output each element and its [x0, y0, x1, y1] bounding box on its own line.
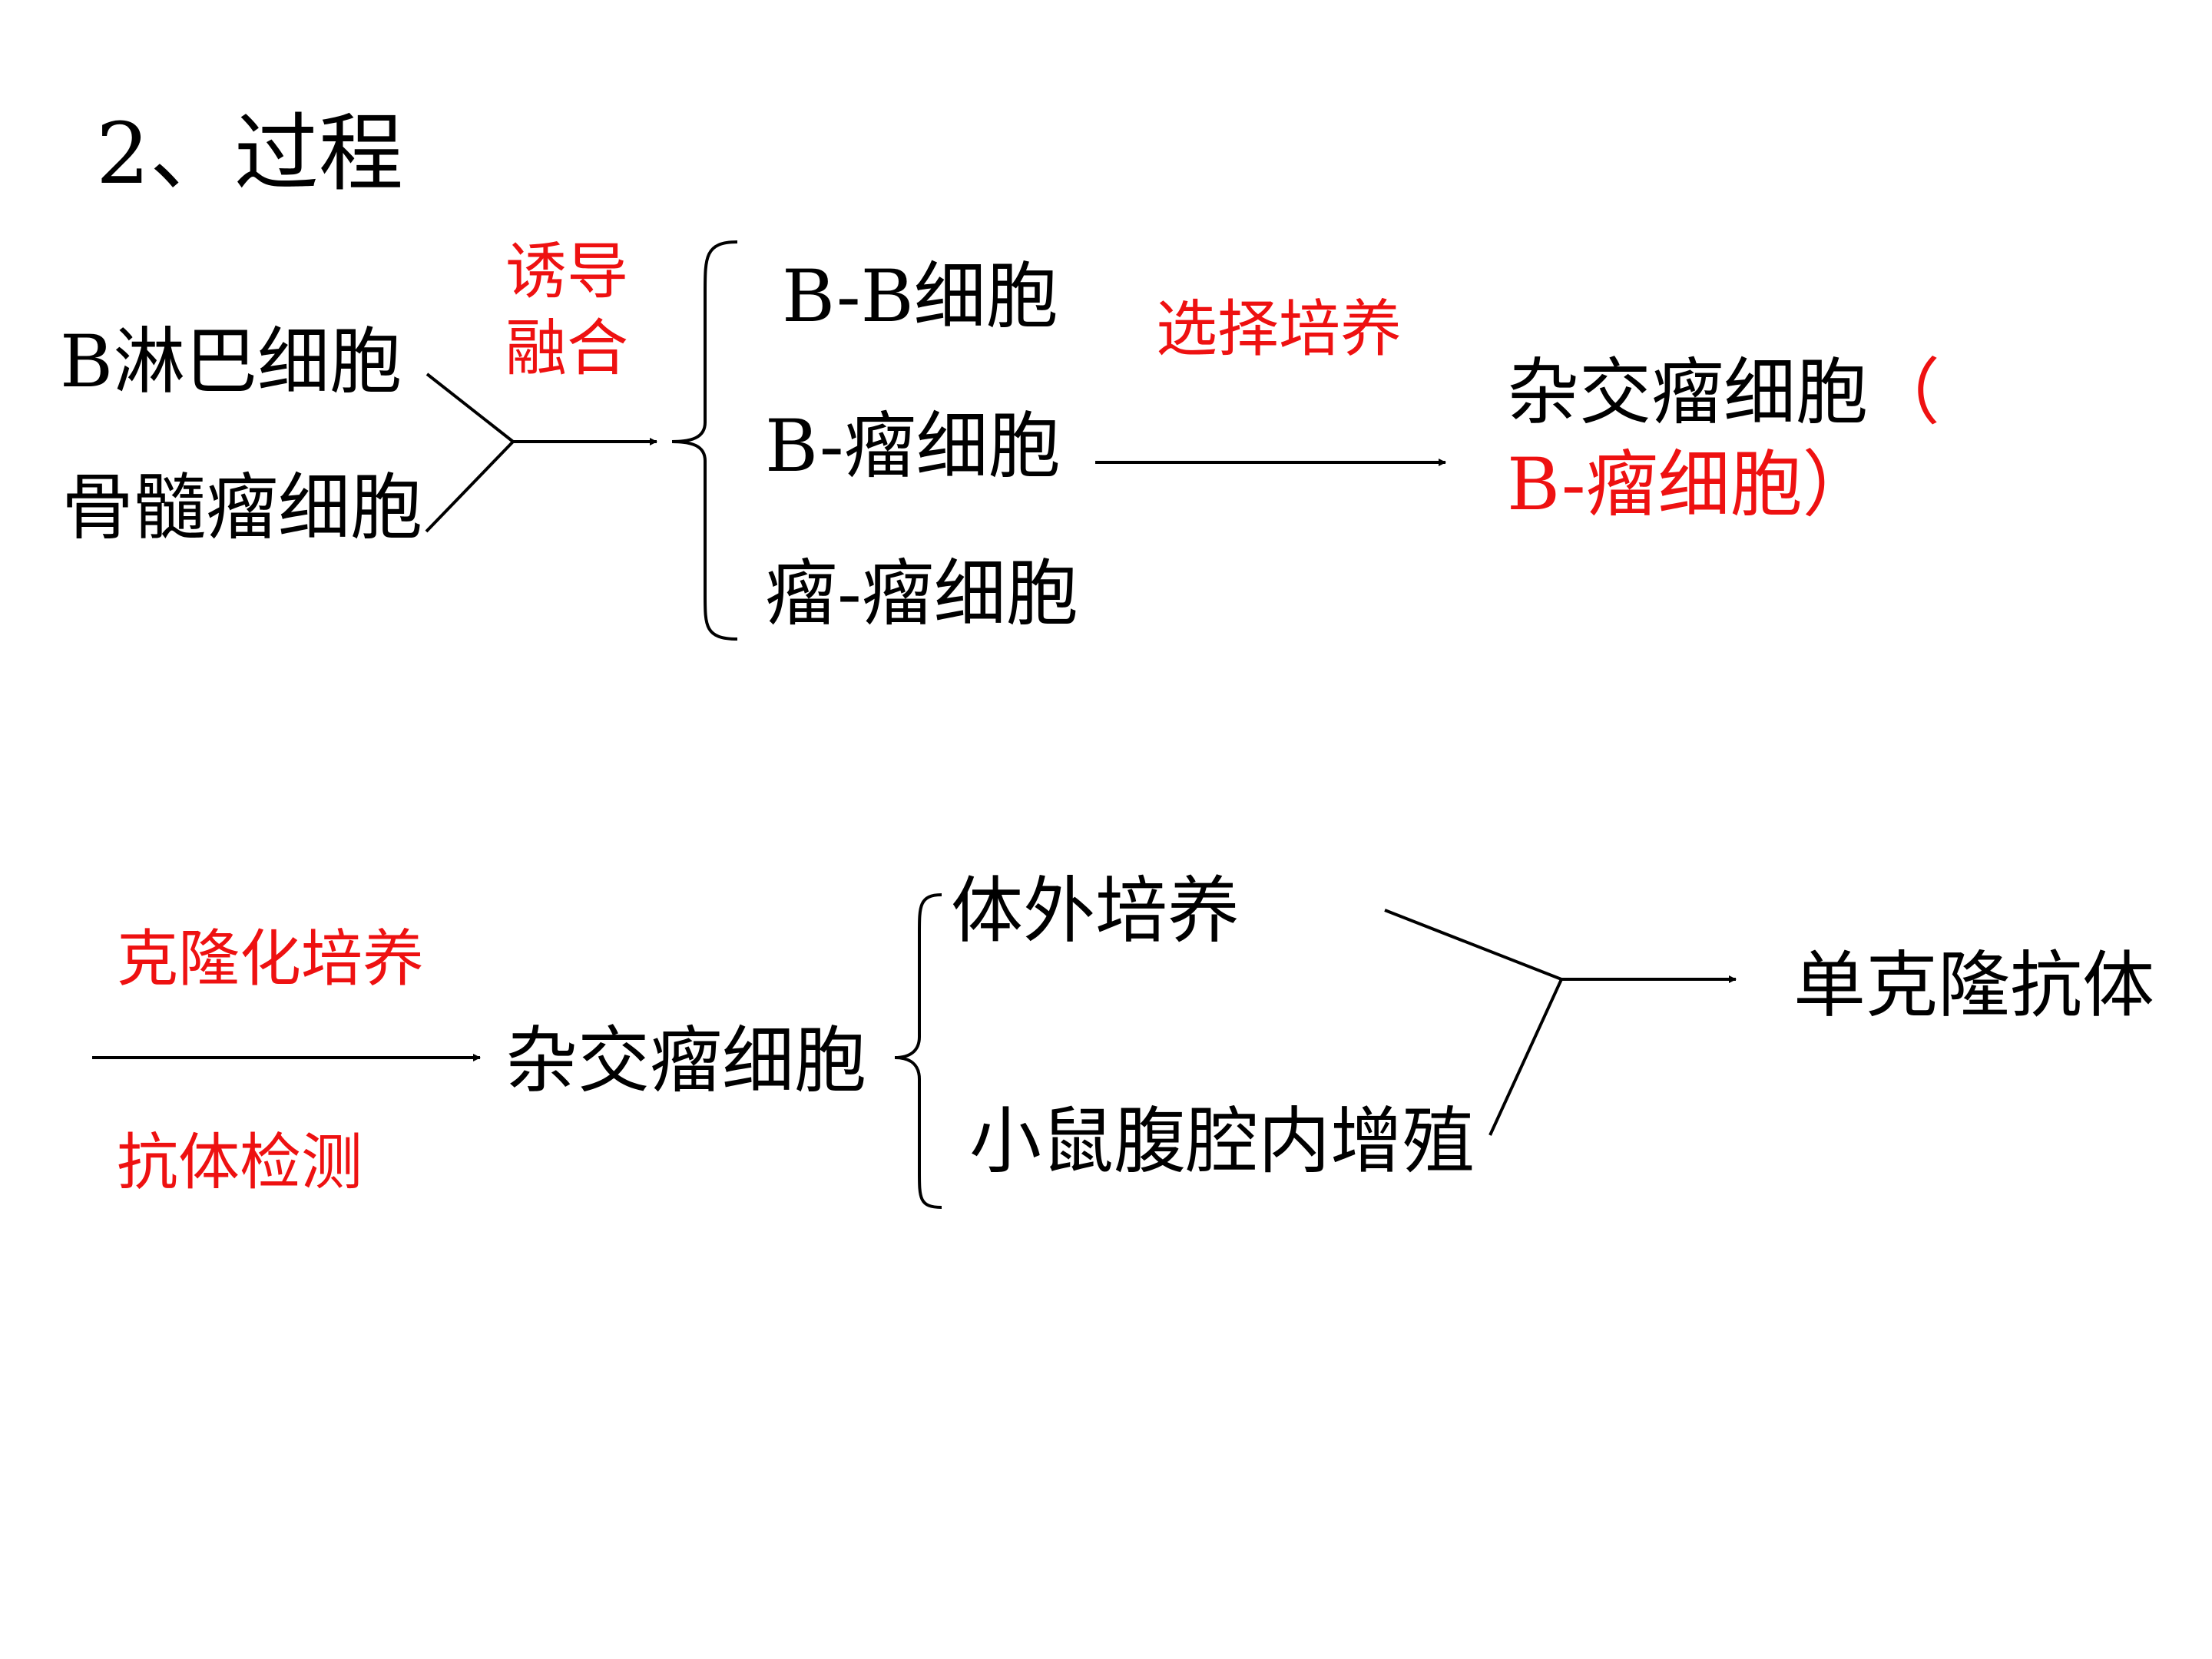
b-tumor-cell-label: B-瘤细胞 — [765, 405, 1061, 488]
selection-culture-label: 选择培养 — [1156, 293, 1402, 365]
mouse-peritoneal-label: 小鼠腹腔内增殖 — [969, 1100, 1475, 1184]
merge-line-upper — [1384, 909, 1562, 981]
result-paren-open: （ — [1868, 351, 1941, 435]
hybridoma-cell-label: 杂交瘤细胞 — [1507, 351, 1869, 435]
induce-label: 诱导 — [505, 236, 628, 307]
b-lymphocyte-label: B淋巴细胞 — [60, 320, 402, 404]
fusion-label: 融合 — [505, 313, 628, 384]
bb-cell-label: B-B细胞 — [782, 255, 1058, 339]
myeloma-cell-label: 骨髓瘤细胞 — [61, 466, 423, 550]
hybridoma-cell-label-2: 杂交瘤细胞 — [505, 1019, 867, 1103]
merge-line-top — [426, 373, 515, 443]
antibody-detection-label: 抗体检测 — [117, 1127, 363, 1198]
b-tumor-result-label: B-瘤细胞） — [1507, 443, 1875, 527]
monoclonal-antibody-label: 单克隆抗体 — [1793, 944, 2155, 1028]
merge-line-lower — [1488, 979, 1563, 1136]
in-vitro-culture-label: 体外培养 — [951, 869, 1240, 953]
page-title: 2、过程 — [96, 104, 403, 203]
branches-brace — [894, 893, 942, 1209]
merge-line-bottom — [425, 440, 515, 533]
cloning-culture-label: 克隆化培养 — [117, 923, 424, 995]
tumor-tumor-cell-label: 瘤-瘤细胞 — [765, 552, 1078, 636]
products-brace — [671, 240, 738, 641]
